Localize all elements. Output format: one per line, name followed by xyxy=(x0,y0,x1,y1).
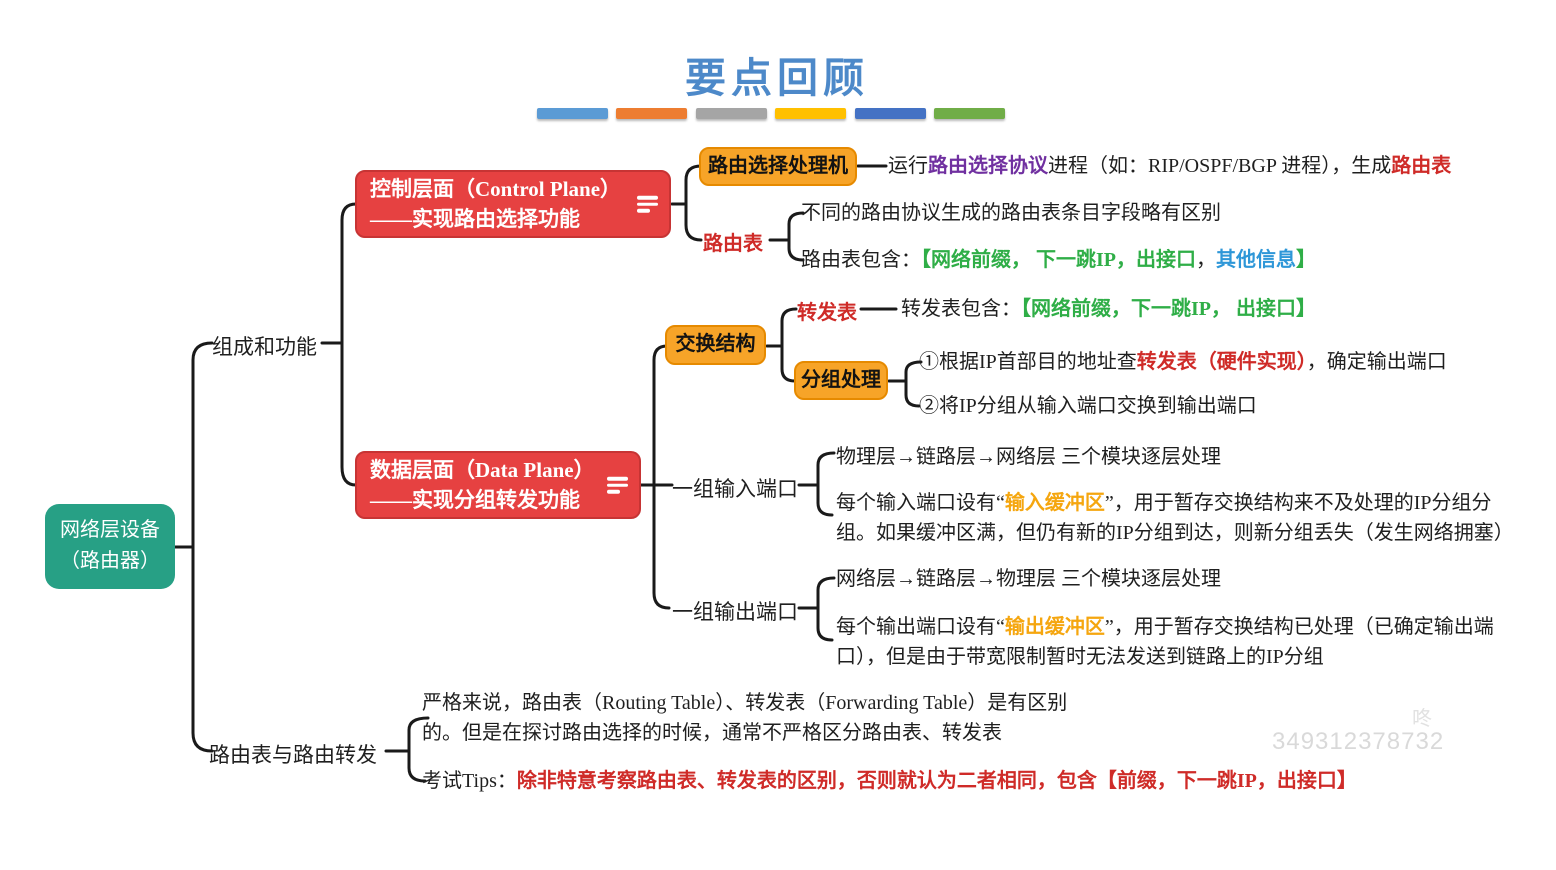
node-control-plane: 控制层面（Control Plane） ——实现路由选择功能 xyxy=(355,170,671,238)
input-buffer-highlight: 输入缓冲区 xyxy=(1004,492,1105,514)
text-routing-table-diff: 不同的路由协议生成的路由表条目字段略有区别 xyxy=(801,202,1221,224)
step1-pre: ①根据IP首部目的地址查 xyxy=(919,351,1137,373)
node-output-ports: 一组输出端口 xyxy=(672,601,798,624)
node-input-ports: 一组输入端口 xyxy=(672,478,798,501)
slide-title: 要点回顾 xyxy=(685,55,869,101)
step1-post: ，确定输出端口 xyxy=(1306,351,1447,373)
node-data-plane: 数据层面（Data Plane） ——实现分组转发功能 xyxy=(355,451,641,519)
data-plane-line2: ——实现分组转发功能 xyxy=(370,488,580,512)
text-output-buffer: 每个输出端口设有“输出缓冲区”，用于暂存交换结构已处理（已确定输出端 口），但是… xyxy=(836,612,1494,672)
exam-tips-text: 除非特意考察路由表、转发表的区别，否则就认为二者相同，包含【前缀，下一跳IP，出… xyxy=(516,770,1357,792)
contains-pre: 路由表包含： xyxy=(801,249,921,271)
text-strict-difference: 严格来说，路由表（Routing Table）、转发表（Forwarding T… xyxy=(422,688,1067,748)
node-packet-processing: 分组处理 xyxy=(794,361,888,400)
node-composition-and-function: 组成和功能 xyxy=(212,336,317,359)
out-buffer-pre: 每个输出端口设有“ xyxy=(836,616,1005,638)
root-node-line1: 网络层设备 xyxy=(60,519,160,541)
notes-icon xyxy=(607,474,628,497)
out-buffer-line1: ”，用于暂存交换结构已处理（已确定输出端 xyxy=(1104,616,1494,638)
text-route-processor-desc: 运行路由选择协议进程（如：RIP/OSPF/BGP 进程），生成路由表 xyxy=(888,154,1451,178)
watermark-id: 349312378732 xyxy=(1272,728,1445,755)
fwd-contains-green: 【网络前缀，下一跳IP， 出接口】 xyxy=(1021,298,1316,320)
exam-tips-label: 考试Tips： xyxy=(422,770,517,792)
out-buffer-line2: 口），但是由于带宽限制暂时无法发送到链路上的IP分组 xyxy=(836,646,1324,668)
in-buffer-line2: 组。如果缓冲区满，但仍有新的IP分组到达，则新分组丢失（发生网络拥塞） xyxy=(836,522,1514,544)
root-node-network-layer-device: 网络层设备 （路由器） xyxy=(45,504,175,589)
node-route-selection-processor: 路由选择处理机 xyxy=(699,147,857,186)
output-buffer-highlight: 输出缓冲区 xyxy=(1004,616,1105,638)
accent-bar-5 xyxy=(855,108,926,119)
text-exam-tips: 考试Tips：除非特意考察路由表、转发表的区别，否则就认为二者相同，包含【前缀，… xyxy=(422,769,1357,793)
text-routing-table-contains: 路由表包含：【网络前缀， 下一跳IP，出接口，其他信息】 xyxy=(801,248,1316,272)
root-node-line2: （路由器） xyxy=(60,550,160,572)
contains-green: 【网络前缀， 下一跳IP，出接口 xyxy=(921,249,1196,271)
node-switch-fabric: 交换结构 xyxy=(665,325,766,365)
text-input-buffer: 每个输入端口设有“输入缓冲区”，用于暂存交换结构来不及处理的IP分组分 组。如果… xyxy=(836,488,1514,548)
desc-pre: 运行 xyxy=(888,155,928,177)
node-routing-table-vs-forwarding: 路由表与路由转发 xyxy=(209,744,377,767)
contains-comma: ， xyxy=(1196,249,1216,271)
text-forwarding-table-contains: 转发表包含：【网络前缀，下一跳IP， 出接口】 xyxy=(901,297,1316,321)
step1-red-highlight: 转发表（硬件实现） xyxy=(1136,351,1307,373)
notes-icon xyxy=(637,193,658,216)
node-forwarding-table: 转发表 xyxy=(797,302,857,324)
control-plane-line1: 控制层面（Control Plane） xyxy=(370,177,622,201)
desc-mid: 进程（如：RIP/OSPF/BGP 进程），生成 xyxy=(1048,155,1392,177)
node-routing-table: 路由表 xyxy=(703,233,763,255)
text-packet-step2: ②将IP分组从输入端口交换到输出端口 xyxy=(919,395,1257,417)
desc-protocol-highlight: 路由选择协议 xyxy=(928,155,1048,177)
strict-line1: 严格来说，路由表（Routing Table）、转发表（Forwarding T… xyxy=(422,692,1068,714)
strict-line2: 的。但是在探讨路由选择的时候，通常不严格区分路由表、转发表 xyxy=(422,722,1002,744)
data-plane-line1: 数据层面（Data Plane） xyxy=(370,458,595,482)
desc-table-highlight: 路由表 xyxy=(1391,155,1452,177)
text-input-layers: 物理层→链路层→网络层 三个模块逐层处理 xyxy=(836,446,1221,468)
control-plane-line2: ——实现路由选择功能 xyxy=(370,207,580,231)
in-buffer-line1: ”，用于暂存交换结构来不及处理的IP分组分 xyxy=(1104,492,1492,514)
contains-close: 】 xyxy=(1296,249,1316,271)
accent-bar-4 xyxy=(775,108,846,119)
in-buffer-pre: 每个输入端口设有“ xyxy=(836,492,1005,514)
watermark-glyph: 咚 xyxy=(1412,708,1432,730)
accent-bar-6 xyxy=(934,108,1005,119)
accent-bar-2 xyxy=(616,108,687,119)
accent-bar-1 xyxy=(537,108,608,119)
text-output-layers: 网络层→链路层→物理层 三个模块逐层处理 xyxy=(836,568,1221,590)
accent-bar-3 xyxy=(696,108,767,119)
fwd-contains-pre: 转发表包含： xyxy=(901,298,1021,320)
text-packet-step1: ①根据IP首部目的地址查转发表（硬件实现），确定输出端口 xyxy=(919,350,1447,374)
contains-blue: 其他信息 xyxy=(1216,249,1296,271)
